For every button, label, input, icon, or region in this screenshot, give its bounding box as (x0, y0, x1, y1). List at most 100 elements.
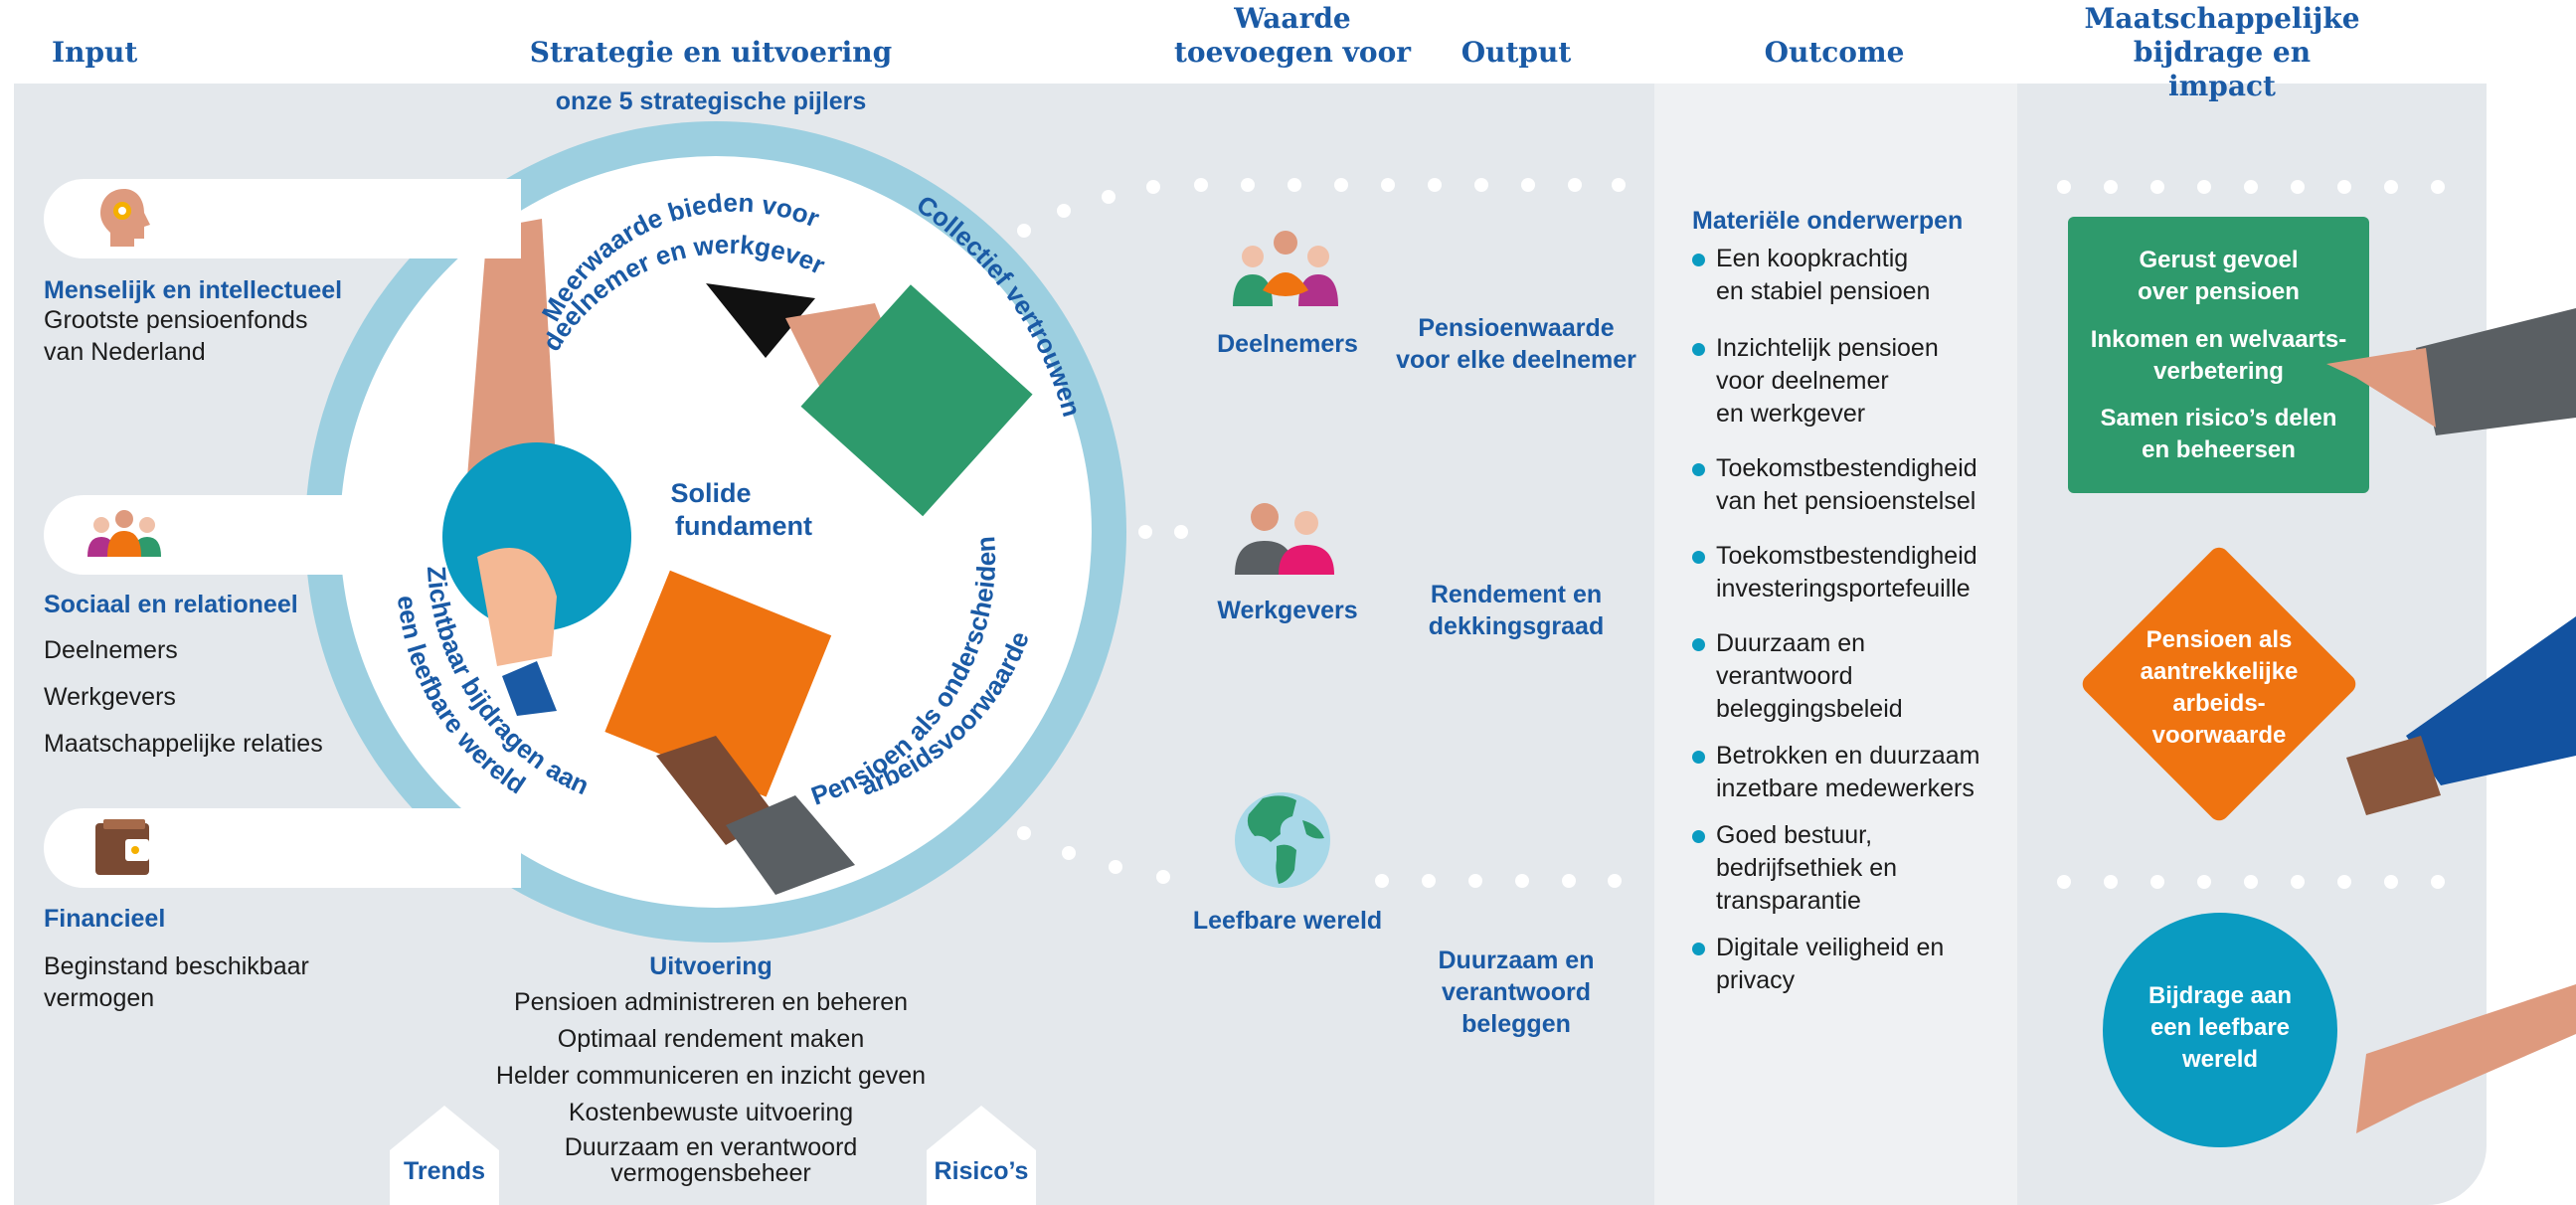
header-input: Input (52, 36, 138, 69)
input-title-2: Sociaal en relationeel (44, 591, 298, 618)
outcome-text: en stabiel pensioen (1716, 277, 1931, 305)
input-line-3-1: Beginstand beschikbaar (44, 952, 309, 980)
outcome-text: Inzichtelijk pensioen (1716, 334, 1939, 362)
header-output: Output (1460, 36, 1572, 69)
input-title-1: Menselijk en intellectueel (44, 276, 343, 304)
impact-green-line-1: Gerust gevoel (2139, 247, 2299, 273)
panel-outcome (1654, 84, 2017, 1205)
input-line-2-2: Werkgevers (44, 683, 176, 711)
impact-blue-line-3: wereld (2181, 1046, 2259, 1073)
impact-green-line-2: over pensioen (2138, 278, 2300, 305)
input-line-2-1: Deelnemers (44, 636, 178, 664)
center-label-2: fundament (675, 511, 812, 541)
green-book-icon (800, 284, 1033, 517)
uitvoering-item-6: vermogensbeheer (610, 1159, 811, 1187)
uitvoering-item-3: Helder communiceren en inzicht geven (495, 1062, 927, 1090)
header-waarde: Waarde toevoegen voor (1173, 2, 1412, 69)
outcome-text: en werkgever (1716, 400, 1866, 428)
impact-orange-line-1: Pensioen als (2146, 626, 2293, 653)
output-1-line-2: voor elke deelnemer (1396, 346, 1636, 374)
output-2-line-2: dekkingsgraad (1428, 612, 1605, 640)
center-label-1: Solide (670, 478, 751, 508)
dot-path-top (1017, 178, 1626, 238)
outcome-text: voor deelnemer (1716, 367, 1889, 395)
dot-path-middle (1138, 525, 1188, 539)
outcome-item: Inzichtelijk pensioen voor deelnemer en we… (1690, 332, 2008, 430)
dot-path-impact-bottom (2057, 875, 2445, 889)
arm-top-icon (467, 219, 557, 477)
risicos-arrow (927, 1106, 1036, 1205)
sleeve-blue-icon (502, 661, 557, 716)
trends-arrow (390, 1106, 499, 1205)
outcome-text: inzetbare medewerkers (1716, 775, 1975, 802)
header-outcome: Outcome (1764, 36, 1905, 69)
uitvoering-title: Uitvoering (649, 952, 773, 980)
werkgevers-icon (1235, 503, 1334, 575)
impact-green-line-3: Inkomen en welvaarts- (2090, 326, 2347, 353)
outcome-list: Een koopkrachtig en stabiel pensioen Inzi… (1690, 243, 2008, 1011)
outcome-text: Een koopkrachtig (1716, 245, 1909, 272)
outcome-text: Duurzaam en (1716, 629, 1866, 657)
uitvoering-item-1: Pensioen administreren en beheren (513, 988, 909, 1016)
header-impact: Maatschappelijke bijdrage en impact (2084, 2, 2360, 102)
output-1-line-1: Pensioenwaarde (1418, 314, 1615, 342)
impact-blue-circle (2103, 913, 2337, 1147)
outcome-item: Digitale veiligheid en privacy (1690, 932, 2008, 997)
strategie-subtitle: onze 5 strategische pijlers (555, 87, 867, 115)
waarde-deelnemers: Deelnemers (1217, 330, 1358, 358)
pillars-diagram: Meerwaarde bieden voor deelnemer en werk… (0, 0, 1126, 943)
output-3-line-3: beleggen (1461, 1010, 1571, 1038)
trends-label: Trends (404, 1157, 485, 1185)
globe-icon (1235, 792, 1330, 888)
outcome-text: beleggingsbeleid (1716, 695, 1903, 723)
wallet-icon (95, 819, 149, 875)
sleeve-grey-icon (726, 795, 855, 895)
arms-right-icon (2326, 308, 2576, 1133)
uitvoering-item-4: Kostenbewuste uitvoering (568, 1099, 854, 1126)
impact-green-card (2068, 217, 2369, 493)
head-icon (100, 189, 150, 247)
dot-path-bottom (1017, 826, 1622, 888)
impact-blue-line-1: Bijdrage aan (2147, 982, 2293, 1009)
input-pill-2 (44, 495, 362, 575)
impact-orange-line-2: aantrekkelijke (2140, 658, 2299, 685)
outcome-item: Een koopkrachtig en stabiel pensioen (1690, 243, 2008, 308)
input-title-3: Financieel (44, 905, 166, 933)
deelnemers-icon (1233, 231, 1338, 306)
people-group-icon (87, 510, 161, 557)
dot-path-impact-top (2057, 180, 2445, 194)
impact-orange-line-3: arbeids- (2172, 690, 2266, 717)
uitvoering-item-2: Optimaal rendement maken (557, 1025, 865, 1053)
outcome-text: verantwoord (1716, 662, 1853, 690)
outcome-text: transparantie (1716, 887, 1861, 915)
impact-green-line-4: verbetering (2153, 358, 2284, 385)
outcome-item: Duurzaam en verantwoord beleggingsbeleid (1690, 627, 2008, 726)
output-3-line-1: Duurzaam en (1438, 947, 1595, 974)
hand-bottom-left-icon (477, 548, 557, 666)
black-shape-icon (706, 283, 815, 358)
outcome-text: van het pensioenstelsel (1716, 487, 1976, 515)
outcome-text: Digitale veiligheid en (1716, 934, 1945, 961)
outcome-text: privacy (1716, 966, 1796, 994)
output-3-line-2: verantwoord (1441, 978, 1592, 1006)
outcome-item: Goed bestuur, bedrijfsethiek en transparan… (1690, 819, 2008, 918)
outcome-text: investeringsportefeuille (1716, 575, 1971, 602)
uitvoering-item-5: Duurzaam en verantwoord (564, 1133, 858, 1161)
outcome-text: bedrijfsethiek en (1716, 854, 1898, 882)
impact-blue-line-2: een leefbare (2149, 1014, 2291, 1041)
waarde-leefbare-wereld: Leefbare wereld (1192, 907, 1383, 935)
header-strategie: Strategie en uitvoering (529, 36, 893, 69)
impact-green-line-6: en beheersen (2142, 436, 2296, 463)
risicos-label: Risico’s (934, 1157, 1029, 1185)
outcome-text: Betrokken en duurzaam (1716, 742, 1980, 770)
outcome-text: Toekomstbestendigheid (1716, 454, 1977, 482)
outcome-item: Toekomstbestendigheid van het pensioenste… (1690, 452, 2008, 518)
output-2-line-1: Rendement en (1430, 581, 1603, 608)
input-line-1-2: van Nederland (44, 338, 206, 366)
outcome-text: Goed bestuur, (1716, 821, 1873, 849)
input-line-1-1: Grootste pensioenfonds (44, 306, 308, 334)
outcome-title: Materiële onderwerpen (1692, 207, 1964, 235)
waarde-werkgevers: Werkgevers (1217, 597, 1358, 624)
impact-green-line-5: Samen risico’s delen (2100, 405, 2337, 431)
